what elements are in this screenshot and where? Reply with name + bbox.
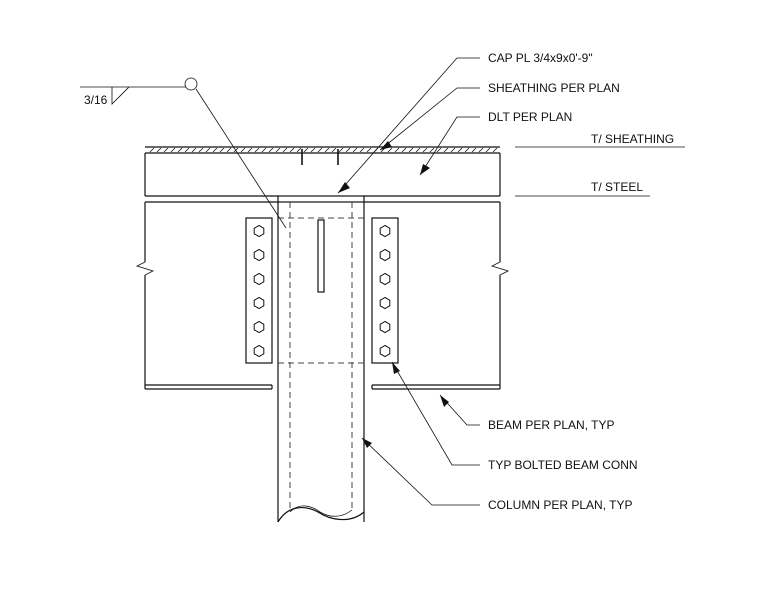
bolt-icon xyxy=(253,272,265,286)
beam-right xyxy=(364,201,510,390)
hatch-line xyxy=(233,147,239,153)
hatch-line xyxy=(289,147,295,153)
hatch-line xyxy=(226,147,232,153)
hatch-line xyxy=(436,147,442,153)
hatch-line xyxy=(352,147,358,153)
shear-plate-left xyxy=(245,217,273,364)
hatch-line xyxy=(485,147,491,153)
hatch-line xyxy=(184,147,190,153)
hatch-line xyxy=(492,147,498,153)
hatch-line xyxy=(359,147,365,153)
hatch-line xyxy=(275,147,281,153)
hatch-line xyxy=(464,147,470,153)
bolt-group xyxy=(253,224,391,358)
hatch-line xyxy=(394,147,400,153)
column-break xyxy=(277,507,365,523)
hatch-line xyxy=(170,147,176,153)
column xyxy=(277,202,365,523)
cap-plate xyxy=(277,195,365,203)
bolt-icon xyxy=(253,248,265,262)
hidden-lines xyxy=(278,217,364,364)
hatch-line xyxy=(191,147,197,153)
bolt-icon xyxy=(253,344,265,358)
hatch-line xyxy=(149,147,155,153)
hatch-line xyxy=(282,147,288,153)
bolt-icon xyxy=(379,296,391,310)
sheathing-layer xyxy=(145,146,500,154)
callout-column: COLUMN PER PLAN, TYP xyxy=(488,498,632,512)
hatch-line xyxy=(338,147,344,153)
hatch-line xyxy=(296,147,302,153)
hatch-line xyxy=(240,147,246,153)
weld-leader xyxy=(195,88,287,229)
bolt-icon xyxy=(379,344,391,358)
hatch-line xyxy=(247,147,253,153)
shear-plate-right xyxy=(371,217,399,364)
callout-leaders xyxy=(337,57,685,506)
beam-left xyxy=(135,201,278,390)
dlt-deck xyxy=(144,149,501,197)
hatch-line xyxy=(408,147,414,153)
hatch-line xyxy=(198,147,204,153)
hatch-line xyxy=(303,147,309,153)
callout-beam: BEAM PER PLAN, TYP xyxy=(488,418,615,432)
bolt-icon xyxy=(253,296,265,310)
hatch-line xyxy=(212,147,218,153)
hatch-line xyxy=(450,147,456,153)
hatch-line xyxy=(478,147,484,153)
hatch-line xyxy=(366,147,372,153)
hatch-line xyxy=(457,147,463,153)
elevation-top-sheathing: T/ SHEATHING xyxy=(591,132,674,146)
weld-all-around-icon xyxy=(184,77,198,91)
arrowhead xyxy=(380,141,392,150)
weld-symbol: 3/16 xyxy=(80,77,287,229)
break-line-right xyxy=(490,261,510,276)
arrowhead xyxy=(338,182,350,193)
arrowhead xyxy=(362,438,372,448)
hatch-line xyxy=(345,147,351,153)
hatch-line xyxy=(268,147,274,153)
hatch-line xyxy=(443,147,449,153)
bolt-icon xyxy=(253,320,265,334)
hatch-line xyxy=(422,147,428,153)
arrowhead xyxy=(440,395,449,407)
hatch-line xyxy=(324,147,330,153)
hatch-line xyxy=(254,147,260,153)
hatch-line xyxy=(387,147,393,153)
callout-bolted-conn: TYP BOLTED BEAM CONN xyxy=(488,458,638,472)
hatch-line xyxy=(261,147,267,153)
break-line-left xyxy=(135,261,155,276)
bolt-icon xyxy=(379,224,391,238)
hatch-line xyxy=(415,147,421,153)
hatch-line xyxy=(163,147,169,153)
hatch-line xyxy=(429,147,435,153)
cap-stiffener xyxy=(317,219,325,293)
arrowhead xyxy=(420,164,430,175)
callout-sheathing: SHEATHING PER PLAN xyxy=(488,81,620,95)
hatch-line xyxy=(317,147,323,153)
hatch-line xyxy=(177,147,183,153)
arrowhead xyxy=(392,362,400,374)
hatch-line xyxy=(401,147,407,153)
hatch-line xyxy=(156,147,162,153)
callout-dlt: DLT PER PLAN xyxy=(488,110,572,124)
hatch-line xyxy=(205,147,211,153)
hatch-line xyxy=(310,147,316,153)
hatch-line xyxy=(471,147,477,153)
bolt-icon xyxy=(379,272,391,286)
bolt-icon xyxy=(379,248,391,262)
elevation-top-steel: T/ STEEL xyxy=(591,180,643,194)
callout-cap-plate: CAP PL 3/4x9x0'-9" xyxy=(488,51,593,65)
bolt-icon xyxy=(253,224,265,238)
hatch-line xyxy=(331,147,337,153)
bolt-icon xyxy=(379,320,391,334)
weld-size: 3/16 xyxy=(84,93,108,107)
hatch-line xyxy=(219,147,225,153)
